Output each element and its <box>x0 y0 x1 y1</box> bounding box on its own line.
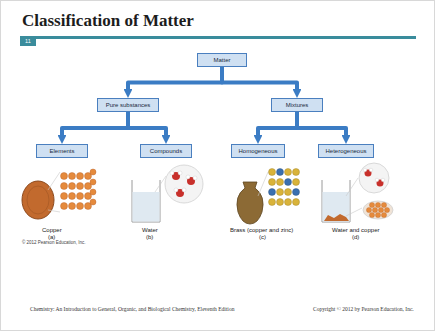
branch-arrow <box>62 112 128 140</box>
branch-arrow <box>128 112 166 140</box>
branch-arrow <box>128 67 222 94</box>
figure-caption: Water and copper <box>332 227 379 234</box>
image-credit: © 2012 Pearson Education, Inc. <box>22 240 86 246</box>
box-label: Mixtures <box>272 99 322 111</box>
water-figure <box>132 165 203 222</box>
slide-number-tab <box>20 36 36 46</box>
book-footer: Chemistry: An Introduction to General, O… <box>30 306 234 313</box>
copyright-footer: Copyright © 2012 by Pearson Education, I… <box>313 306 414 313</box>
category-box: Homogeneous <box>231 144 285 158</box>
figure-letter: (d) <box>352 234 359 241</box>
category-box: Elements <box>36 144 88 158</box>
figure-letter: (a) <box>48 234 55 241</box>
box-label: Pure substances <box>98 99 158 111</box>
box-label: Homogeneous <box>232 145 284 157</box>
figure-letter: (b) <box>146 234 153 241</box>
box-label: Heterogeneous <box>319 145 373 157</box>
water-copper-figure <box>322 163 393 222</box>
figure-caption: Copper <box>42 227 62 234</box>
copper-figure <box>22 169 96 219</box>
figure-caption: Water <box>142 227 158 234</box>
brass-figure <box>237 169 300 225</box>
box-label: Elements <box>37 145 87 157</box>
category-box: Heterogeneous <box>318 144 374 158</box>
category-box: Pure substances <box>97 98 159 112</box>
category-box: Compounds <box>140 144 192 158</box>
category-box: Matter <box>197 53 247 67</box>
box-label: Compounds <box>141 145 191 157</box>
box-label: Matter <box>198 54 246 66</box>
branch-arrow <box>297 112 346 140</box>
figure-caption: Brass (copper and zinc) <box>230 227 293 234</box>
slide-title: Classification of Matter <box>22 11 194 31</box>
branch-arrow <box>222 67 297 94</box>
branch-arrow <box>258 112 297 140</box>
category-box: Mixtures <box>271 98 323 112</box>
figure-letter: (c) <box>259 234 266 241</box>
slide-number: 11 <box>25 38 31 45</box>
header-rule <box>20 36 416 39</box>
